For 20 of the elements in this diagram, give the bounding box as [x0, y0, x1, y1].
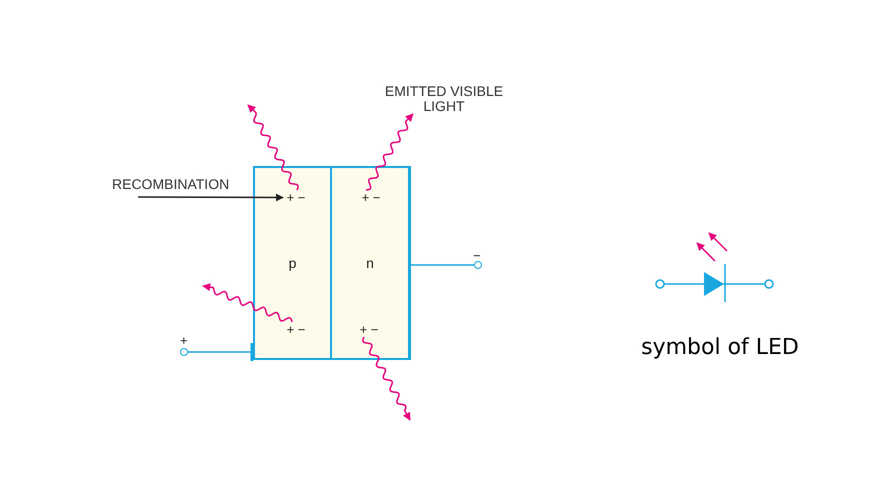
- polarity-sign: +: [180, 334, 188, 347]
- region-label: p: [288, 254, 296, 273]
- wire: [188, 351, 253, 353]
- caption: symbol of LED: [640, 334, 800, 362]
- light-wave-arrow: [362, 336, 411, 421]
- arrow: [138, 193, 284, 202]
- charge-pair: + −: [283, 190, 309, 205]
- charge-pair: + −: [358, 190, 384, 205]
- charge-pair: + −: [356, 322, 382, 337]
- light-wave-arrow: [247, 104, 299, 190]
- region-label: n: [366, 254, 374, 272]
- p-region-box: [253, 166, 331, 360]
- light-wave-arrow: [202, 283, 293, 322]
- charge-pair: + −: [283, 322, 309, 337]
- polarity-sign: −: [473, 249, 481, 262]
- callout-text: RECOMBINATION: [112, 176, 254, 197]
- wire: [411, 264, 474, 266]
- n-region-box: [331, 166, 411, 360]
- light-wave-arrow: [366, 113, 414, 191]
- callout-text: EMITTED VISIBLE LIGHT: [372, 84, 516, 114]
